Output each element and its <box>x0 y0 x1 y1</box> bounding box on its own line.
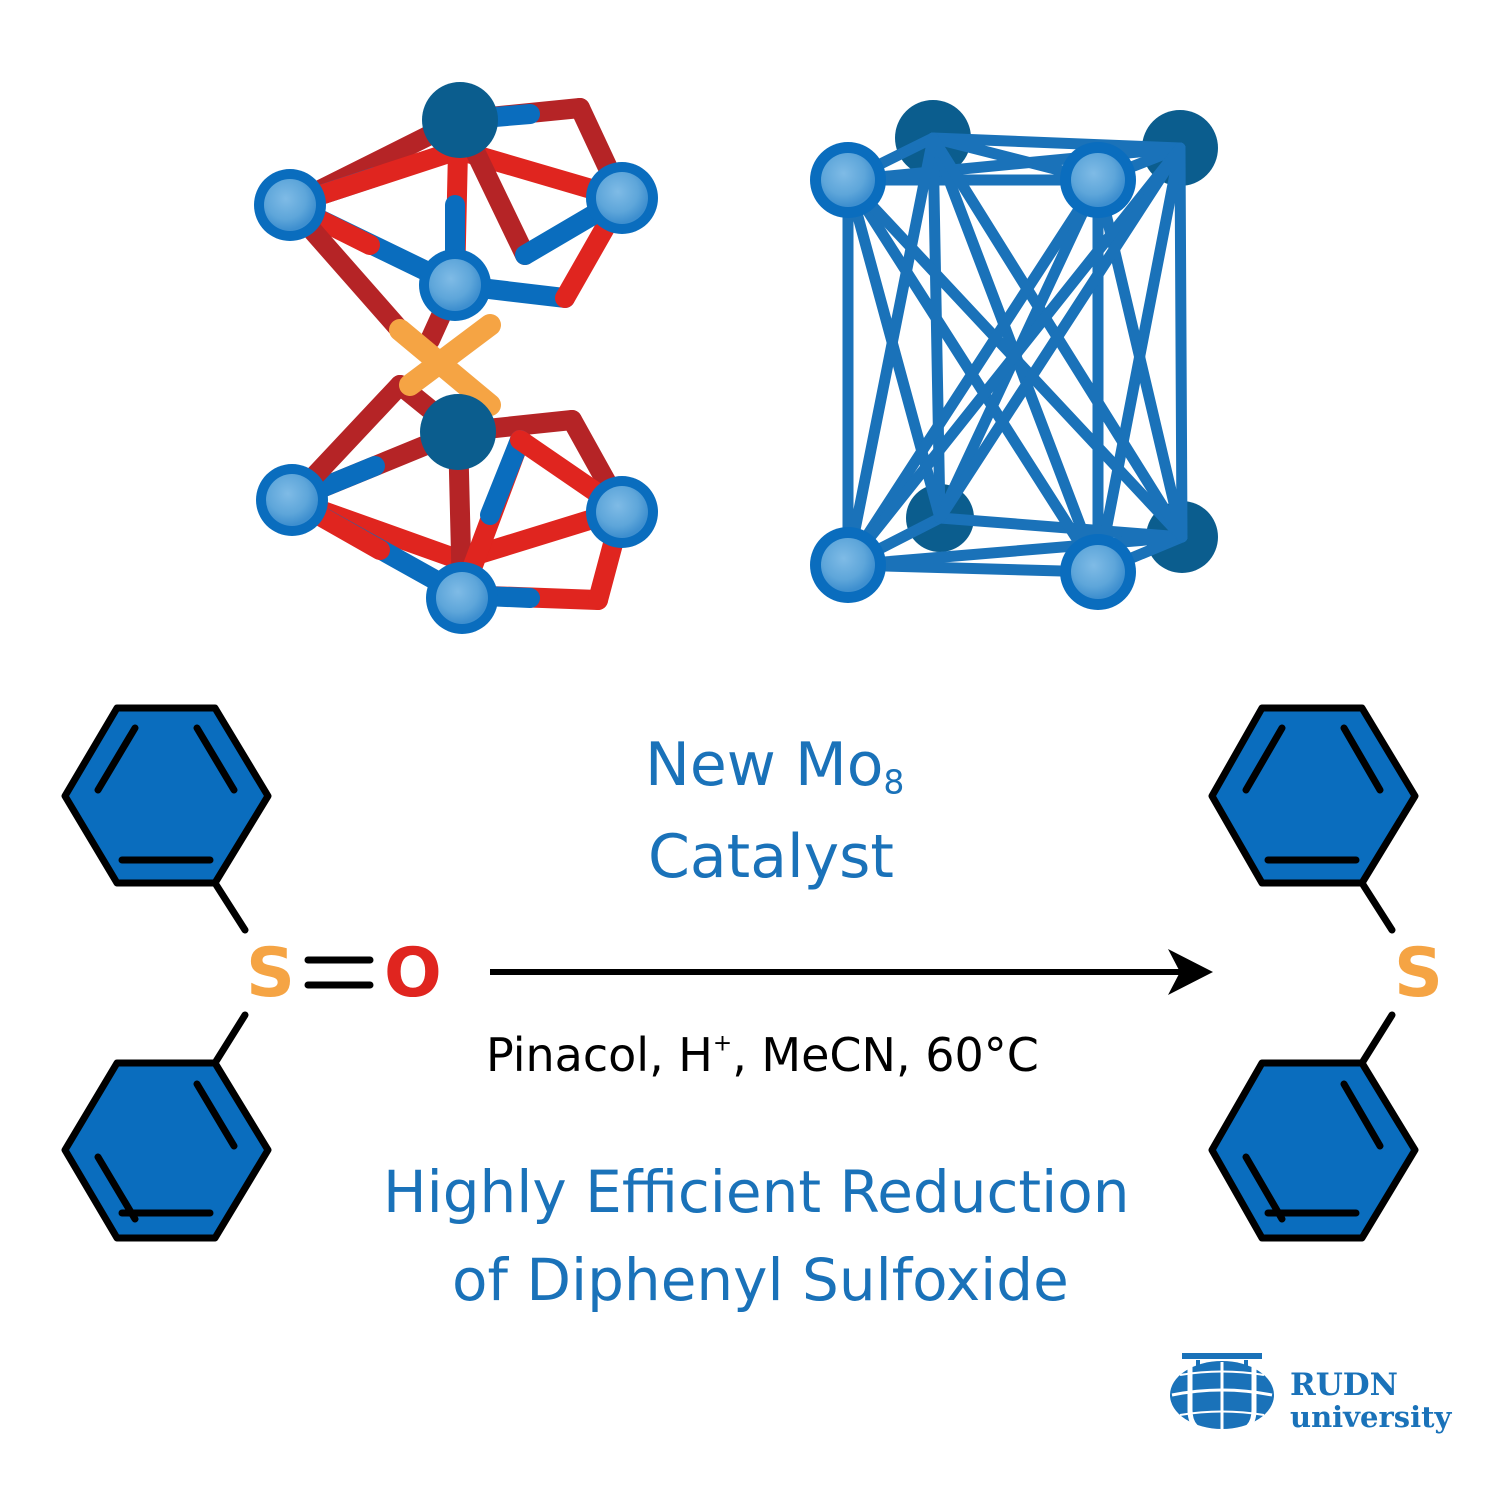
product-sulfur-label: S <box>1394 934 1443 1013</box>
catalyst-name-text: New Mo <box>645 730 884 800</box>
mo-atom <box>586 476 658 548</box>
conditions-pre: Pinacol, H <box>486 1028 713 1082</box>
reactant-diphenyl-sulfoxide <box>61 704 374 1242</box>
mo-atom <box>1060 534 1136 610</box>
mo-atom <box>1060 142 1136 218</box>
rudn-logo-text: RUDN university <box>1290 1370 1451 1432</box>
mo8-cluster-model <box>254 82 658 634</box>
mo-atom <box>426 562 498 634</box>
mo8-metal-frame <box>810 100 1218 610</box>
frame-edges <box>842 132 1188 578</box>
phenyl-ring-bottom-left <box>61 1059 272 1242</box>
reaction-conditions: Pinacol, H+, MeCN, 60°C <box>486 1028 1039 1082</box>
conditions-post: , MeCN, 60°C <box>732 1028 1039 1082</box>
catalyst-subscript: 8 <box>883 762 905 802</box>
caption-line-2: of Diphenyl Sulfoxide <box>452 1246 1069 1314</box>
catalyst-word: Catalyst <box>648 822 894 892</box>
mo-atom <box>810 142 886 218</box>
reactant-sulfur-label: S <box>246 934 295 1013</box>
phenyl-ring-top-right <box>1208 704 1419 887</box>
mo-atom <box>586 162 658 234</box>
logo-line-1: RUDN <box>1290 1367 1399 1403</box>
conditions-sup: + <box>712 1030 733 1057</box>
mo-atom <box>256 464 328 536</box>
reactant-oxygen-label: O <box>384 934 442 1013</box>
product-diphenyl-sulfide <box>1208 704 1419 1242</box>
reaction-arrow <box>490 949 1213 995</box>
caption-line-1: Highly Efficient Reduction <box>383 1158 1130 1226</box>
mo-atoms-left <box>254 82 658 634</box>
mo-atom <box>810 527 886 603</box>
phenyl-ring-top-left <box>61 704 272 887</box>
logo-line-2: university <box>1290 1400 1452 1434</box>
mo-atom <box>254 169 326 241</box>
phenyl-ring-bottom-right <box>1208 1059 1419 1242</box>
rudn-logo-emblem <box>1170 1353 1274 1435</box>
sulfate-bridge <box>389 314 501 416</box>
catalyst-name: New Mo8 <box>645 730 904 801</box>
mo-atom <box>419 249 491 321</box>
